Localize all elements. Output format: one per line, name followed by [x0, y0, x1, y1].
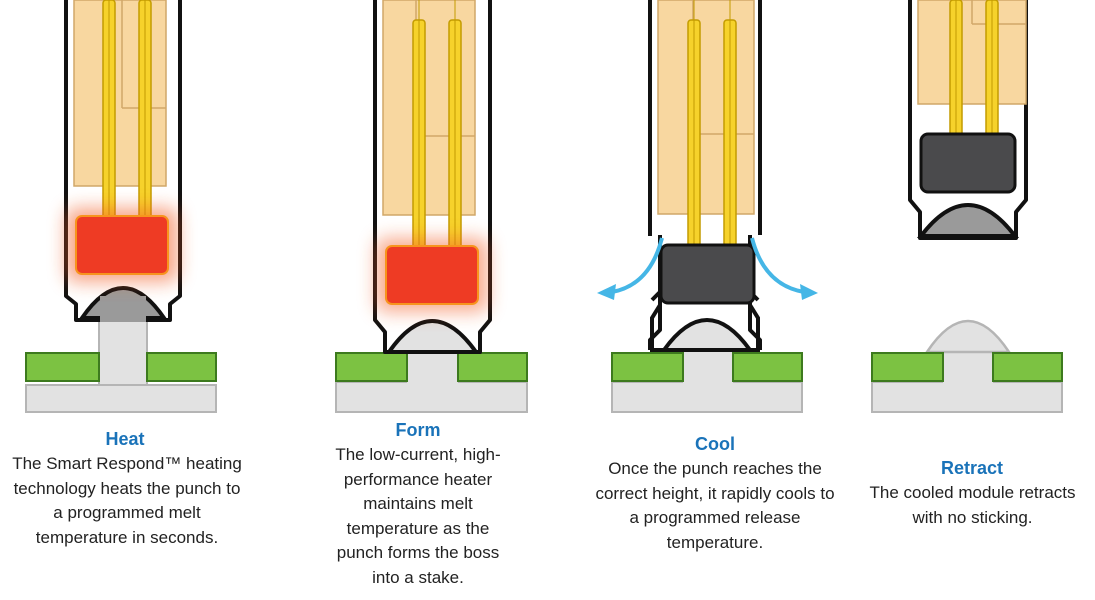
air-flow-left-icon [611, 237, 664, 294]
finished-stake [924, 319, 1012, 354]
form-title: Form [395, 420, 441, 440]
circuit-board-right [992, 352, 1063, 382]
plastic-base [335, 381, 528, 413]
heater-wires [687, 0, 737, 253]
heater-cool [659, 243, 756, 305]
circuit-board-left [25, 352, 100, 382]
circuit-board-left [871, 352, 944, 382]
insulator-block [657, 0, 755, 215]
circuit-board-right [146, 352, 217, 382]
heater-hot [385, 245, 479, 305]
form-illustration [335, 0, 528, 413]
heater-hot [75, 215, 169, 275]
cool-illustration [597, 0, 818, 413]
retract-description: The cooled module retracts with no stick… [869, 483, 1076, 527]
heater-wires [412, 0, 462, 256]
circuit-board-right [457, 352, 528, 382]
retract-illustration [871, 0, 1063, 413]
cool-title: Cool [695, 434, 735, 454]
plastic-base [871, 381, 1063, 413]
air-flow-arrows [597, 237, 818, 300]
heat-description: The Smart Respond™ heating technology he… [12, 454, 242, 547]
circuit-board-left [611, 352, 684, 382]
insulator-block [73, 0, 167, 187]
heater-cool [919, 132, 1017, 194]
plastic-base [611, 381, 803, 413]
formed-stake [660, 318, 754, 352]
heater-wires [102, 0, 152, 221]
circuit-board-left [335, 352, 408, 382]
retract-title: Retract [940, 458, 1004, 478]
air-flow-right-icon [750, 237, 805, 294]
punch-tip [916, 203, 1020, 238]
cool-description: Once the punch reaches the correct heigh… [595, 459, 835, 552]
circuit-board-right [732, 352, 803, 382]
form-description: The low-current, high-performance heater… [335, 445, 501, 587]
formed-stake [385, 319, 480, 354]
heat-title: Heat [105, 429, 145, 449]
heat-illustration [25, 0, 217, 413]
